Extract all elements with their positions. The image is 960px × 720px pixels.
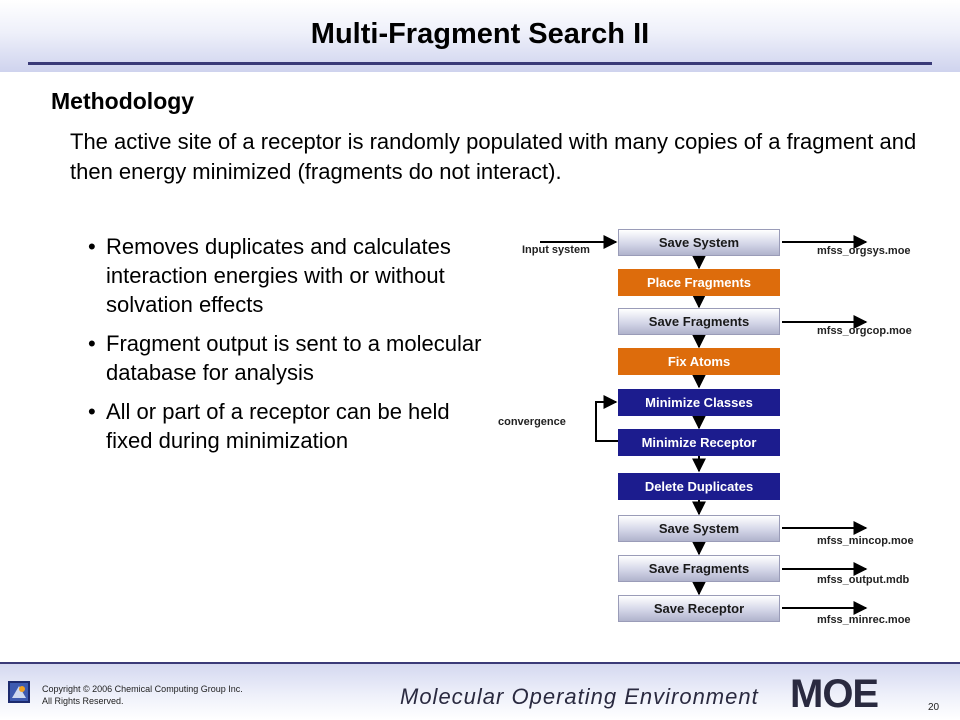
footer-band [0,664,960,720]
output-label: mfss_minrec.moe [817,614,911,626]
page-number: 20 [928,702,940,713]
bullet-list: • Removes duplicates and calculates inter… [88,232,498,465]
bullet-dot-icon: • [88,331,96,356]
bullet-item: • All or part of a receptor can be held f… [88,397,498,455]
step-place-fragments: Place Fragments [618,269,780,296]
bullet-item: • Removes duplicates and calculates inter… [88,232,498,319]
input-label: Input system [522,244,590,256]
copyright-notice: Copyright © 2006 Chemical Computing Grou… [42,683,243,707]
bullet-text: Removes duplicates and calculates intera… [106,234,451,317]
convergence-label: convergence [498,416,566,428]
ccg-logo-icon [8,681,30,703]
step-minimize-receptor: Minimize Receptor [618,429,780,456]
step-fix-atoms: Fix Atoms [618,348,780,375]
step-delete-duplicates: Delete Duplicates [618,473,780,500]
copyright-line: Copyright © 2006 Chemical Computing Grou… [42,684,243,694]
output-label: mfss_orgcop.moe [817,325,912,337]
bullet-text: Fragment output is sent to a molecular d… [106,331,482,385]
bullet-dot-icon: • [88,234,96,259]
step-minimize-classes: Minimize Classes [618,389,780,416]
step-save-system: Save System [618,229,780,256]
step-save-fragments: Save Fragments [618,308,780,335]
slide-title: Multi-Fragment Search II [310,18,650,50]
section-heading: Methodology [51,88,195,114]
output-label: mfss_output.mdb [817,574,910,586]
step-save-receptor: Save Receptor [618,595,780,622]
brand-name: Molecular Operating Environment [400,684,759,709]
footer-divider [0,662,960,664]
intro-paragraph: The active site of a receptor is randoml… [70,129,917,184]
copyright-line: All Rights Reserved. [42,696,124,706]
title-band [0,0,960,72]
bullet-dot-icon: • [88,399,96,424]
title-divider [28,62,932,65]
bullet-text: All or part of a receptor can be held fi… [106,399,450,453]
convergence-loop-arrow [595,395,618,442]
step-save-fragments-final: Save Fragments [618,555,780,582]
step-save-system-final: Save System [618,515,780,542]
output-label: mfss_orgsys.moe [817,245,911,257]
brand-logo-text: MOE [790,672,879,716]
bullet-item: • Fragment output is sent to a molecular … [88,329,498,387]
output-label: mfss_mincop.moe [817,535,914,547]
